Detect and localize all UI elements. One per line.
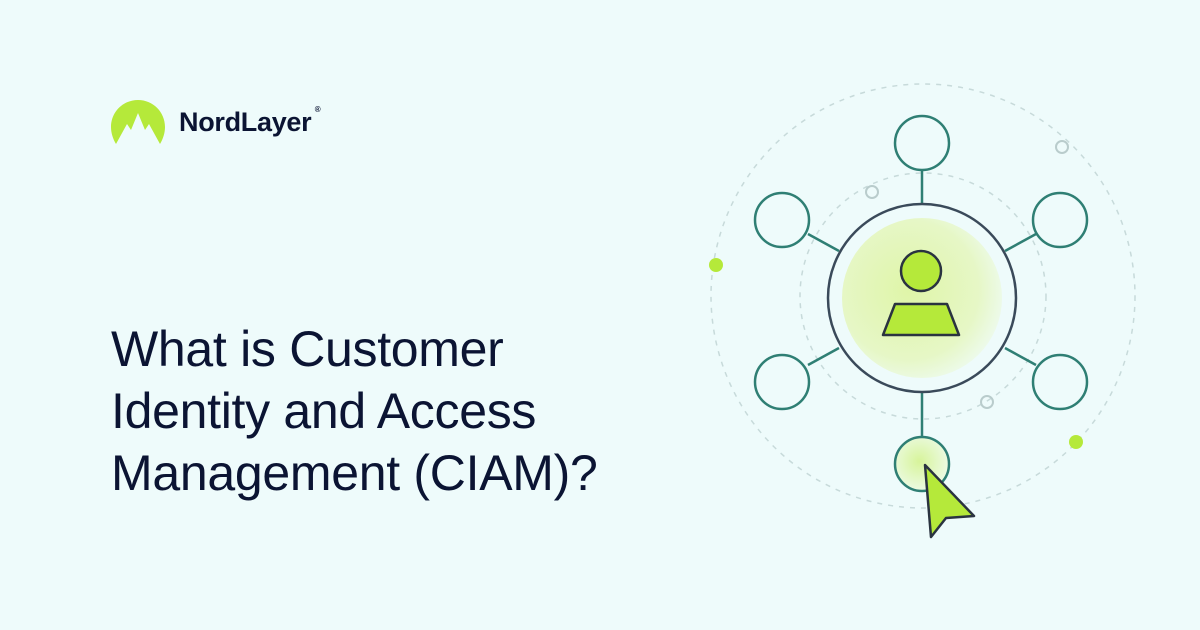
small-ring-2 bbox=[1055, 140, 1069, 154]
outer-dashed-ring bbox=[710, 83, 1136, 509]
accent-dot-right bbox=[1069, 435, 1083, 449]
title-line-3: Management (CIAM)? bbox=[111, 445, 598, 501]
title-line-1: What is Customer bbox=[111, 321, 504, 377]
mountain-logo-icon bbox=[111, 100, 165, 144]
page-title: What is Customer Identity and Access Man… bbox=[111, 318, 671, 504]
registered-mark: ® bbox=[314, 104, 321, 114]
accent-dot-left bbox=[709, 258, 723, 272]
node-bottom-right bbox=[1031, 353, 1089, 411]
cursor-arrow-icon bbox=[923, 463, 976, 539]
node-top-right bbox=[1031, 191, 1089, 249]
small-ring-3 bbox=[980, 395, 994, 409]
connector-top-right bbox=[1004, 232, 1037, 253]
inner-dashed-ring bbox=[799, 172, 1047, 420]
central-hub-glow bbox=[842, 218, 1002, 378]
small-ring-1 bbox=[865, 185, 879, 199]
ciam-network-illustration bbox=[709, 83, 1136, 539]
user-icon bbox=[881, 249, 961, 337]
node-top bbox=[893, 114, 951, 172]
connector-top-left bbox=[807, 232, 840, 253]
connector-bottom-right bbox=[1004, 346, 1037, 367]
title-line-2: Identity and Access bbox=[111, 383, 537, 439]
connector-bottom-left bbox=[807, 346, 840, 367]
node-top-left bbox=[753, 191, 811, 249]
brand-logo: NordLayer® bbox=[109, 99, 321, 145]
connector-lines bbox=[807, 170, 1037, 437]
brand-name: NordLayer® bbox=[179, 104, 321, 137]
node-bottom-left bbox=[753, 353, 811, 411]
